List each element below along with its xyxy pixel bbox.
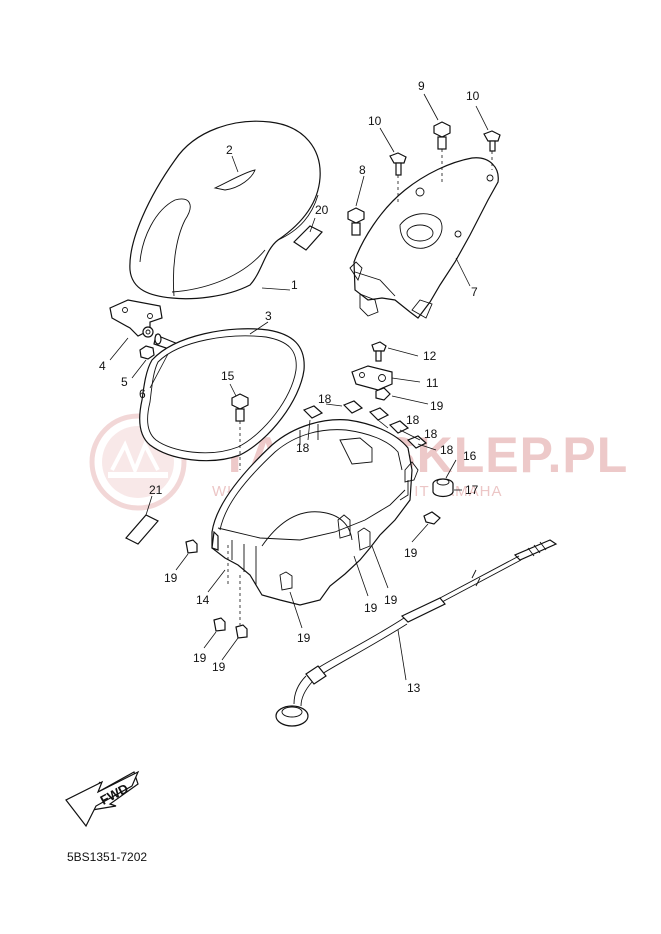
callout-19-d: 19 — [212, 660, 226, 674]
callout-19-c: 19 — [193, 651, 207, 665]
callout-20: 20 — [315, 203, 329, 217]
seat — [129, 120, 321, 300]
bolt-10b — [483, 130, 501, 170]
label-sticker-20 — [293, 225, 323, 251]
bolt-10a — [389, 152, 407, 205]
screw-12 — [371, 341, 387, 362]
grommet-16 — [432, 478, 454, 498]
storage-box — [211, 419, 419, 625]
callout-3: 3 — [265, 309, 272, 323]
callout-2: 2 — [226, 143, 233, 157]
callout-21: 21 — [149, 483, 163, 497]
fwd-label: FWD — [98, 781, 131, 808]
bolt-15 — [231, 393, 249, 470]
callout-19-e: 19 — [404, 546, 418, 560]
callout-4: 4 — [99, 359, 106, 373]
diagram-code: 5BS1351-7202 — [67, 850, 147, 864]
callout-19-a: 19 — [430, 399, 444, 413]
callout-19-b: 19 — [164, 571, 178, 585]
callout-18-c: 18 — [406, 413, 420, 427]
callout-19-h: 19 — [297, 631, 311, 645]
bracket-11 — [351, 365, 393, 391]
callout-8: 8 — [359, 163, 366, 177]
seat-seal — [139, 328, 305, 462]
callout-7: 7 — [471, 285, 478, 299]
callout-5: 5 — [121, 375, 128, 389]
leader-lines — [109, 93, 489, 681]
callouts: 1 2 3 4 5 6 7 8 9 10 10 11 12 13 14 15 1… — [99, 79, 480, 695]
label-sticker-21 — [125, 514, 159, 545]
seat-hinge-bracket — [109, 299, 163, 338]
callout-12: 12 — [423, 349, 437, 363]
nut-5 — [139, 345, 155, 360]
callout-15: 15 — [221, 369, 235, 383]
callout-16: 16 — [463, 449, 477, 463]
callout-18-d: 18 — [424, 427, 438, 441]
callout-11: 11 — [426, 376, 439, 390]
callout-18-a: 18 — [318, 392, 332, 406]
seat-lock-cable — [275, 539, 558, 727]
callout-19-g: 19 — [384, 593, 398, 607]
callout-18-b: 18 — [296, 441, 310, 455]
callout-10-left: 10 — [368, 114, 382, 128]
fwd-arrow: FWD — [65, 770, 140, 828]
callout-9: 9 — [418, 79, 425, 93]
callout-18-e: 18 — [440, 443, 454, 457]
callout-1: 1 — [291, 278, 298, 292]
cover-7 — [349, 157, 499, 319]
callout-10-right: 10 — [466, 89, 480, 103]
speed-nuts — [302, 400, 428, 449]
bolt-8 — [347, 207, 365, 236]
callout-13: 13 — [407, 681, 421, 695]
clip-nuts — [185, 387, 441, 639]
callout-17: 17 — [465, 483, 479, 497]
bolt-9 — [433, 121, 451, 185]
callout-6: 6 — [139, 387, 146, 401]
callout-19-f: 19 — [364, 601, 378, 615]
callout-14: 14 — [196, 593, 210, 607]
